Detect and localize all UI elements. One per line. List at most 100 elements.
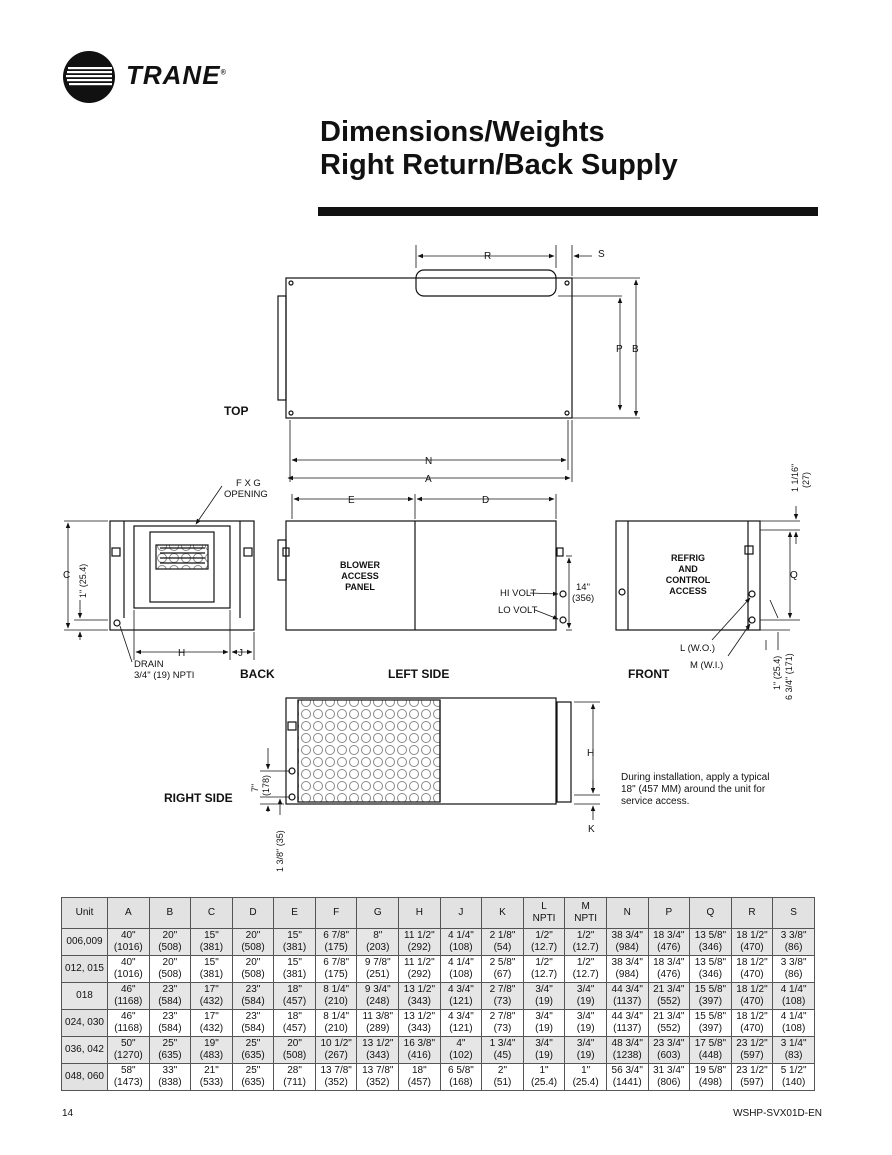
dimension-drawing: TOP BACK LEFT SIDE FRONT RIGHT SIDE R S … [63, 245, 811, 872]
table-cell: 18 1/2"(470) [730, 955, 774, 983]
inch-value: 17" [204, 1011, 219, 1022]
table-cell: 38 3/4"(984) [605, 955, 649, 983]
table-cell: 3/4"(19) [564, 1036, 607, 1064]
inch-value: 13 5/8" [694, 930, 727, 941]
table-cell: 15"(381) [190, 955, 233, 983]
inch-value: 6 7/8" [323, 957, 350, 968]
mm-value: (12.7) [572, 969, 599, 980]
mm-value: (584) [158, 1023, 182, 1034]
inch-value: 3/4" [576, 1038, 595, 1049]
inch-value: 2 1/8" [489, 930, 516, 941]
inch-value: 17 5/8" [694, 1038, 727, 1049]
table-header-cell: H [398, 897, 441, 929]
mm-value: (533) [199, 1077, 224, 1088]
mm-value: (381) [199, 942, 224, 953]
mm-value: (584) [158, 996, 182, 1007]
inch-value: 2 7/8" [489, 1011, 516, 1022]
table-cell: 3/4"(19) [564, 1009, 607, 1037]
table-header-cell: J [439, 897, 483, 929]
mm-value: (19) [576, 1050, 595, 1061]
table-cell: 38 3/4"(984) [605, 928, 649, 956]
inch-value: 1/2" [576, 957, 595, 968]
inch-value: 11 3/8" [362, 1011, 394, 1022]
inch-value: 4 3/4" [448, 984, 474, 995]
table-cell: 11 3/8"(289) [356, 1009, 400, 1037]
inch-value: 58" [120, 1065, 136, 1076]
table-cell: 33"(838) [148, 1063, 192, 1091]
mm-value: (121) [449, 1023, 473, 1034]
inch-value: 20" [287, 1038, 302, 1049]
dim-7: 7" [250, 784, 260, 792]
table-cell: 48 3/4"(1238) [605, 1036, 649, 1064]
mm-value: (1137) [613, 996, 642, 1007]
table-cell: 20"(508) [273, 1036, 316, 1064]
table-cell: 4 3/4"(121) [439, 982, 483, 1010]
table-cell: 2"(51) [481, 1063, 524, 1091]
inch-value: 2 5/8" [489, 957, 516, 968]
mm-value: (635) [158, 1050, 182, 1061]
table-cell: 16 3/8"(416) [398, 1036, 441, 1064]
mm-value: (1016) [113, 942, 143, 953]
mm-value: (67) [493, 969, 512, 980]
inch-value: 8" [373, 930, 383, 941]
inch-value: 20" [245, 930, 261, 941]
label-right-side: RIGHT SIDE [164, 791, 233, 805]
inch-value: 18" [411, 1065, 427, 1076]
mm-value: (470) [740, 942, 764, 953]
inch-value: 38 3/4" [611, 957, 643, 968]
table-cell: 1/2"(12.7) [564, 928, 607, 956]
table-cell: 28"(711) [273, 1063, 316, 1091]
inch-value: 15" [204, 930, 219, 941]
inch-value: 13 1/2" [362, 1038, 394, 1049]
mm-value: (108) [781, 996, 806, 1007]
mm-value: (210) [324, 996, 348, 1007]
left-side-view [277, 494, 572, 631]
mm-value: (19) [576, 996, 595, 1007]
inch-value: 46" [120, 1011, 136, 1022]
table-cell: 40"(1016) [107, 928, 150, 956]
table-cell: 23"(584) [231, 1009, 275, 1037]
mm-value: (470) [740, 996, 764, 1007]
unit-cell: 018 [61, 982, 108, 1010]
inch-value: 23" [245, 984, 261, 995]
label-top: TOP [224, 404, 248, 418]
table-cell: 18 3/4"(476) [647, 928, 691, 956]
mm-value: (457) [407, 1077, 432, 1088]
inch-value: 13 5/8" [694, 957, 727, 968]
install-note-3: service access. [621, 796, 689, 807]
table-cell: 25"(635) [231, 1063, 275, 1091]
drain-label-1: DRAIN [134, 659, 164, 670]
table-cell: 1"(25.4) [522, 1063, 566, 1091]
mm-value: (108) [449, 969, 473, 980]
table-cell: 18"(457) [273, 1009, 316, 1037]
title-line-1: Dimensions/Weights [320, 116, 605, 148]
mm-value: (508) [241, 942, 265, 953]
inch-value: 3/4" [535, 1038, 553, 1049]
mm-value: (346) [698, 969, 723, 980]
mm-value: (168) [449, 1077, 473, 1088]
unit-cell: 024, 030 [61, 1009, 108, 1037]
inch-value: 40" [120, 957, 136, 968]
mm-value: (73) [493, 996, 512, 1007]
inch-value: 1" [539, 1065, 549, 1076]
unit-cell: 048, 060 [61, 1063, 108, 1091]
inch-value: 31 3/4" [653, 1065, 685, 1076]
mm-value: (1168) [114, 996, 143, 1007]
mm-value: (806) [657, 1077, 681, 1088]
table-cell: 46"(1168) [107, 982, 150, 1010]
inch-value: 13 7/8" [320, 1065, 352, 1076]
mm-value: (597) [740, 1077, 764, 1088]
table-cell: 1 3/4"(45) [481, 1036, 524, 1064]
table-cell: 2 1/8"(54) [481, 928, 524, 956]
table-cell: 15 5/8"(397) [689, 982, 732, 1010]
trane-logo-icon [63, 51, 115, 103]
inch-value: 48 3/4" [611, 1038, 643, 1049]
table-cell: 18 3/4"(476) [647, 955, 691, 983]
table-header-cell: A [107, 897, 150, 929]
dim-1-1-16: 1 1/16" [790, 464, 800, 492]
inch-value: 38 3/4" [611, 930, 643, 941]
table-cell: 25"(635) [231, 1036, 275, 1064]
